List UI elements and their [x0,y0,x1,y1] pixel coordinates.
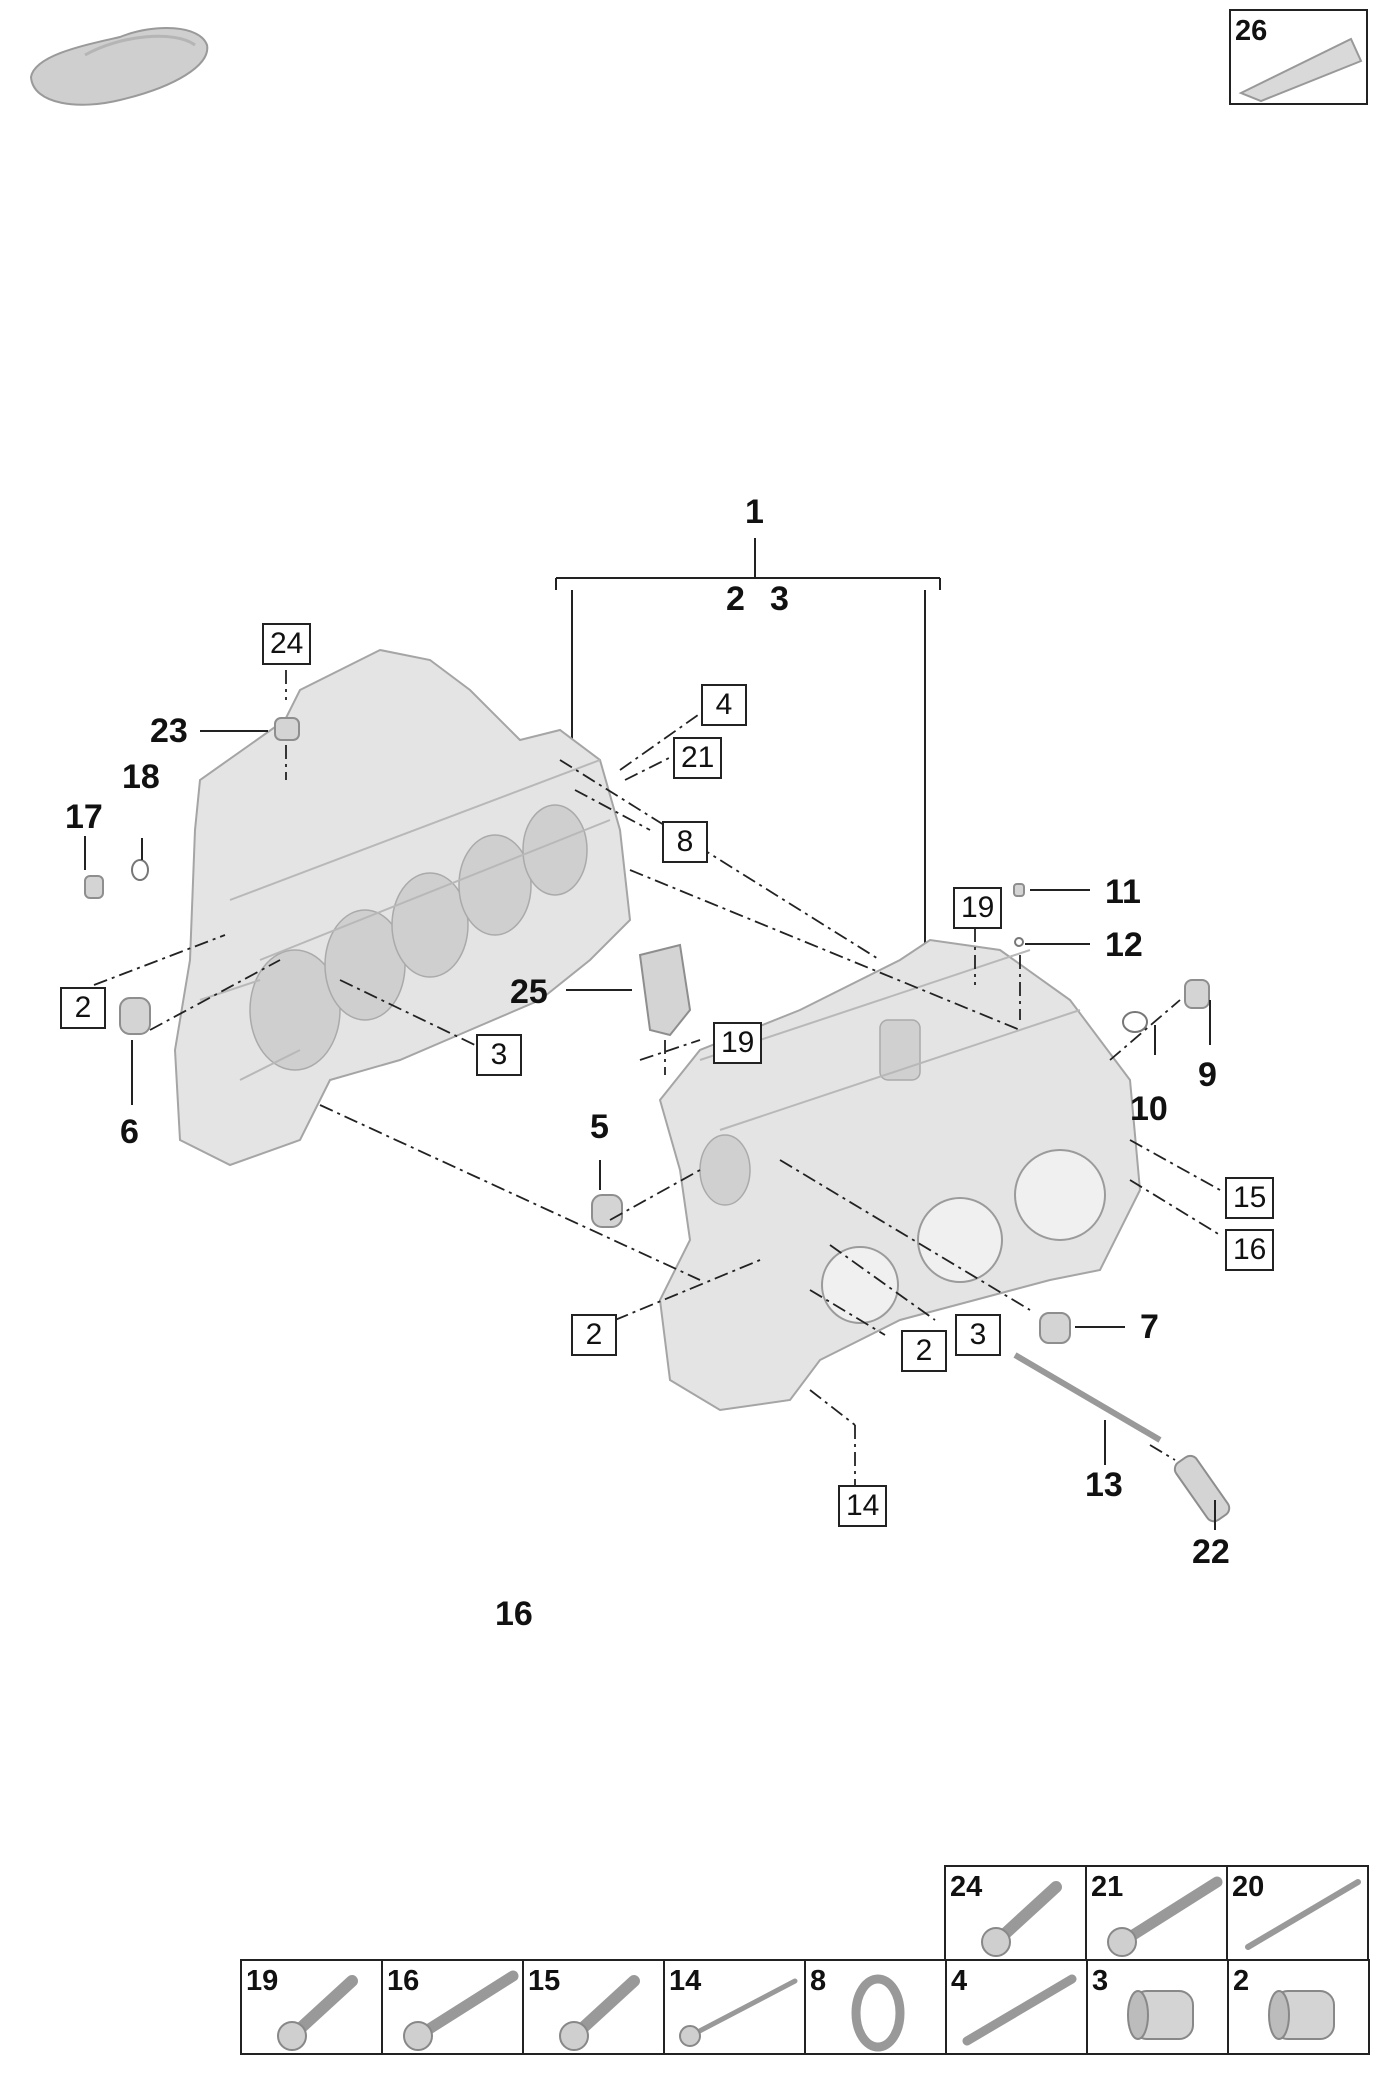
callout-12[interactable]: 12 [1105,926,1143,964]
boxed-ref-2-low2[interactable]: 2 [901,1330,947,1372]
stud-icon [962,1974,1077,2046]
legend-number: 15 [528,1965,561,1997]
bolt-icon [277,1975,358,2051]
boxed-ref-3-low[interactable]: 3 [955,1314,1001,1356]
callout-5[interactable]: 5 [590,1108,609,1146]
bearing-6 [119,997,151,1035]
assembly-bracket [555,538,941,945]
boxed-ref-2-left[interactable]: 2 [60,987,106,1029]
sealant-tube-icon [1238,37,1363,103]
bracket-25 [638,943,692,1037]
legend-cell-19[interactable]: 19 [240,1959,383,2055]
legend-number: 3 [1092,1965,1109,1997]
callout-13[interactable]: 13 [1085,1466,1123,1504]
legend-cell-4[interactable]: 4 [945,1959,1088,2055]
legend-number: 4 [951,1965,968,1997]
legend-cell-14[interactable]: 14 [663,1959,806,2055]
boxed-ref-19-mid[interactable]: 19 [713,1022,763,1064]
oring-10 [1122,1011,1148,1033]
callout-11[interactable]: 11 [1105,873,1141,911]
legend-number: 16 [387,1965,420,1997]
callout-6[interactable]: 6 [120,1113,139,1151]
plug-9 [1184,979,1210,1009]
sensor-23 [274,717,300,741]
legend-cell-24[interactable]: 24 [944,1865,1087,1961]
legend-number: 24 [950,1871,983,1903]
plug-17 [84,875,104,899]
legend-number: 20 [1232,1871,1265,1903]
callout-7[interactable]: 7 [1140,1308,1159,1346]
boxed-ref-24[interactable]: 24 [262,623,312,665]
boxed-ref-3-left[interactable]: 3 [476,1034,522,1076]
oring-12 [1014,937,1024,947]
legend-cell-8[interactable]: 8 [804,1959,947,2055]
callout-18[interactable]: 18 [122,758,160,796]
callout-22[interactable]: 22 [1192,1533,1230,1571]
callout-10[interactable]: 10 [1130,1090,1168,1128]
plug-5 [591,1194,623,1228]
boxed-ref-14[interactable]: 14 [838,1485,888,1527]
legend-cell-20[interactable]: 20 [1226,1865,1369,1961]
rod-13 [1013,1352,1162,1443]
bearing-shell-icon [1268,1990,1335,2040]
plug-7 [1039,1312,1071,1344]
boxed-ref-19-right[interactable]: 19 [953,887,1003,929]
bolt-icon [981,1881,1062,1957]
callout-17[interactable]: 17 [65,798,103,836]
callout-23[interactable]: 23 [150,712,188,750]
legend-number: 8 [810,1965,827,1997]
bolt-icon [559,1975,640,2051]
legend-cell-3[interactable]: 3 [1086,1959,1229,2055]
boxed-ref-15[interactable]: 15 [1225,1177,1275,1219]
screw-11 [1013,883,1025,897]
boxed-ref-2-low[interactable]: 2 [571,1314,617,1356]
callout-1[interactable]: 1 [745,493,764,531]
bearing-shell-icon [1127,1990,1194,2040]
callout-9[interactable]: 9 [1198,1056,1217,1094]
part-26-number: 26 [1235,15,1268,47]
boxed-ref-16[interactable]: 16 [1225,1229,1275,1271]
oring-18 [131,859,149,881]
stud-icon [1245,1879,1361,1950]
legend-number: 14 [669,1965,702,1997]
legend-cell-21[interactable]: 21 [1085,1865,1228,1961]
callout-25[interactable]: 25 [510,973,548,1011]
legend-cell-16[interactable]: 16 [381,1959,524,2055]
o-ring-icon [851,1974,905,2052]
legend-cell-15[interactable]: 15 [522,1959,665,2055]
legend-number: 21 [1091,1871,1124,1903]
long-bolt-icon [403,1970,519,2051]
callout-2[interactable]: 2 [726,580,745,618]
crankcase-right-half [658,938,1142,1412]
part-26-box[interactable]: 26 [1229,9,1368,105]
boxed-ref-8[interactable]: 8 [662,821,708,863]
boxed-ref-21[interactable]: 21 [673,737,723,779]
boxed-ref-4[interactable]: 4 [701,684,747,726]
car-thumbnail-icon [29,27,209,106]
legend-number: 2 [1233,1965,1250,1997]
legend-cell-2[interactable]: 2 [1227,1959,1370,2055]
crankcase-left-half [173,648,632,1167]
legend-number: 19 [246,1965,279,1997]
long-bolt-icon [1107,1876,1223,1957]
sleeve-22 [1173,1454,1231,1523]
callout-3[interactable]: 3 [770,580,789,618]
stud-bolt-icon [679,1978,798,2047]
diagram-caption-16: 16 [495,1595,533,1633]
